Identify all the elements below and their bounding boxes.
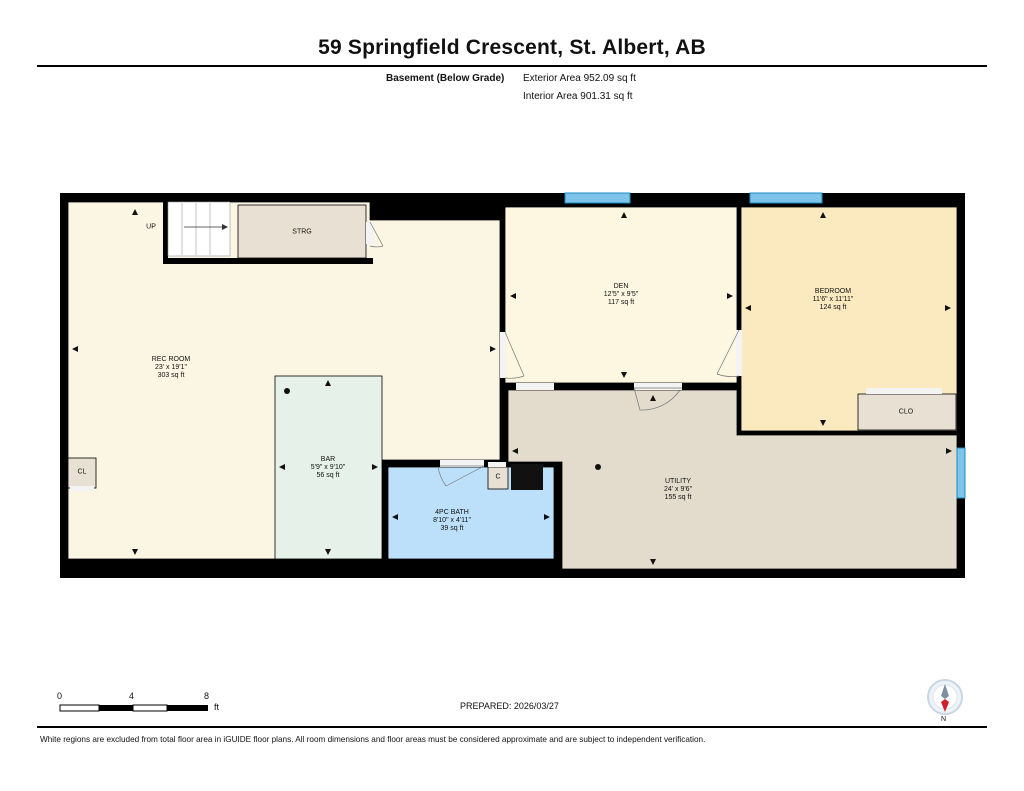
utility-fixture-dot [595, 464, 601, 470]
den-area: 117 sq ft [607, 299, 635, 306]
bath-door-opening [440, 460, 484, 467]
dimension-arrowhead [279, 464, 285, 470]
bath-label: 4PC BATH 8'10" x 4'11" 39 sq ft [433, 509, 471, 533]
den-utility-opening [516, 383, 554, 390]
title-rule [37, 65, 987, 67]
dimension-arrowhead [132, 549, 138, 555]
utility-name: UTILITY [664, 478, 692, 485]
rec-room-area: 303 sq ft [157, 372, 185, 379]
den-name: DEN [613, 283, 629, 290]
dimension-arrowhead [325, 549, 331, 555]
dimension-arrowhead [544, 514, 550, 520]
c-closet-opening [488, 462, 506, 467]
dimension-arrowhead [621, 212, 627, 218]
cl-label: CL [77, 468, 87, 476]
utility-door-opening [634, 383, 682, 390]
rec-room-dims: 23' x 19'1" [154, 364, 187, 371]
den-label: DEN 12'5" x 9'5" 117 sq ft [604, 283, 639, 307]
stair-end-wall [163, 200, 168, 262]
strg-door-swing [369, 221, 384, 248]
prepared-date: PREPARED: 2026/03/27 [460, 701, 559, 711]
stairs [167, 201, 231, 257]
utility-label: UTILITY 24' x 9'6" 155 sq ft [664, 478, 692, 502]
utility-floor [507, 389, 958, 570]
den-door-opening [500, 332, 506, 378]
bedroom-window [749, 192, 823, 204]
utility-door-swing [633, 387, 682, 411]
dimension-arrowhead [745, 305, 751, 311]
north-label: N [941, 716, 947, 723]
dimension-arrowhead [945, 305, 951, 311]
dimension-arrowhead [650, 559, 656, 565]
cl-opening [70, 486, 94, 491]
strg-floor [237, 204, 367, 259]
scale-tick-8: 8 [204, 691, 210, 701]
exterior-area: Exterior Area 952.09 sq ft [523, 73, 636, 84]
dimension-arrowhead [820, 420, 826, 426]
bath-name: 4PC BATH [435, 509, 469, 516]
utility-window [956, 447, 966, 499]
dimension-arrowhead [510, 293, 516, 299]
dimension-arrowhead [372, 464, 378, 470]
dimension-arrowhead [727, 293, 733, 299]
rec-room-name: REC ROOM [151, 356, 191, 363]
scale-tick-0: 0 [57, 691, 63, 701]
bedroom-area: 124 sq ft [819, 304, 847, 311]
dimension-arrowhead [132, 209, 138, 215]
den-door-swing [504, 331, 525, 379]
bedroom-label: BEDROOM 11'6" x 11'11" 124 sq ft [813, 288, 854, 312]
bath-dims: 8'10" x 4'11" [433, 517, 471, 524]
bar-name: BAR [320, 456, 336, 463]
dimension-arrowhead [325, 380, 331, 386]
interior-area: Interior Area 901.31 sq ft [523, 91, 633, 102]
rec-room-label: REC ROOM 23' x 19'1" 303 sq ft [152, 356, 191, 380]
bar-label: BAR 5'9" x 9'10" 56 sq ft [311, 456, 346, 480]
dimension-arrowhead [946, 448, 952, 454]
dimension-arrowhead [820, 212, 826, 218]
clo-opening [866, 388, 942, 394]
utility-dims: 24' x 9'6" [663, 486, 693, 493]
bar-dims: 5'9" x 9'10" [310, 464, 346, 471]
mechanical-block [511, 464, 543, 490]
plan-title: 59 Springfield Crescent, St. Albert, AB [318, 36, 706, 59]
stair-arrowhead [222, 224, 228, 230]
den-window [564, 192, 631, 204]
scale-unit: ft [214, 702, 220, 712]
den-floor [504, 206, 738, 384]
den-dims: 12'5" x 9'5" [603, 291, 639, 298]
bedroom-door-opening [736, 330, 742, 376]
bar-floor [274, 375, 383, 560]
dimension-arrowhead [392, 514, 398, 520]
bedroom-door-swing [716, 329, 740, 377]
stairs-up-label: UP [146, 223, 156, 231]
stair-wall [163, 258, 373, 264]
disclaimer: White regions are excluded from total fl… [40, 735, 706, 744]
dimension-arrowhead [490, 346, 496, 352]
bath-door-swing [437, 465, 485, 487]
clo-floor [857, 393, 957, 431]
bedroom-name: BEDROOM [814, 288, 852, 295]
dimension-arrowhead [621, 372, 627, 378]
strg-label: STRG [292, 228, 312, 236]
bar-area: 56 sq ft [316, 472, 340, 479]
utility-area: 155 sq ft [664, 494, 692, 501]
bath-area: 39 sq ft [440, 525, 464, 532]
c-label: C [495, 473, 501, 481]
bedroom-dims: 11'6" x 11'11" [812, 296, 854, 303]
dimension-arrowhead [512, 448, 518, 454]
bar-fixture-dot [284, 388, 290, 394]
dimension-arrowhead [72, 346, 78, 352]
level-name: Basement (Below Grade) [386, 73, 505, 84]
clo-label: CLO [898, 408, 914, 416]
strg-door-opening [366, 222, 374, 244]
footer-rule [37, 726, 987, 728]
scale-tick-4: 4 [129, 691, 135, 701]
dimension-arrowhead [650, 395, 656, 401]
